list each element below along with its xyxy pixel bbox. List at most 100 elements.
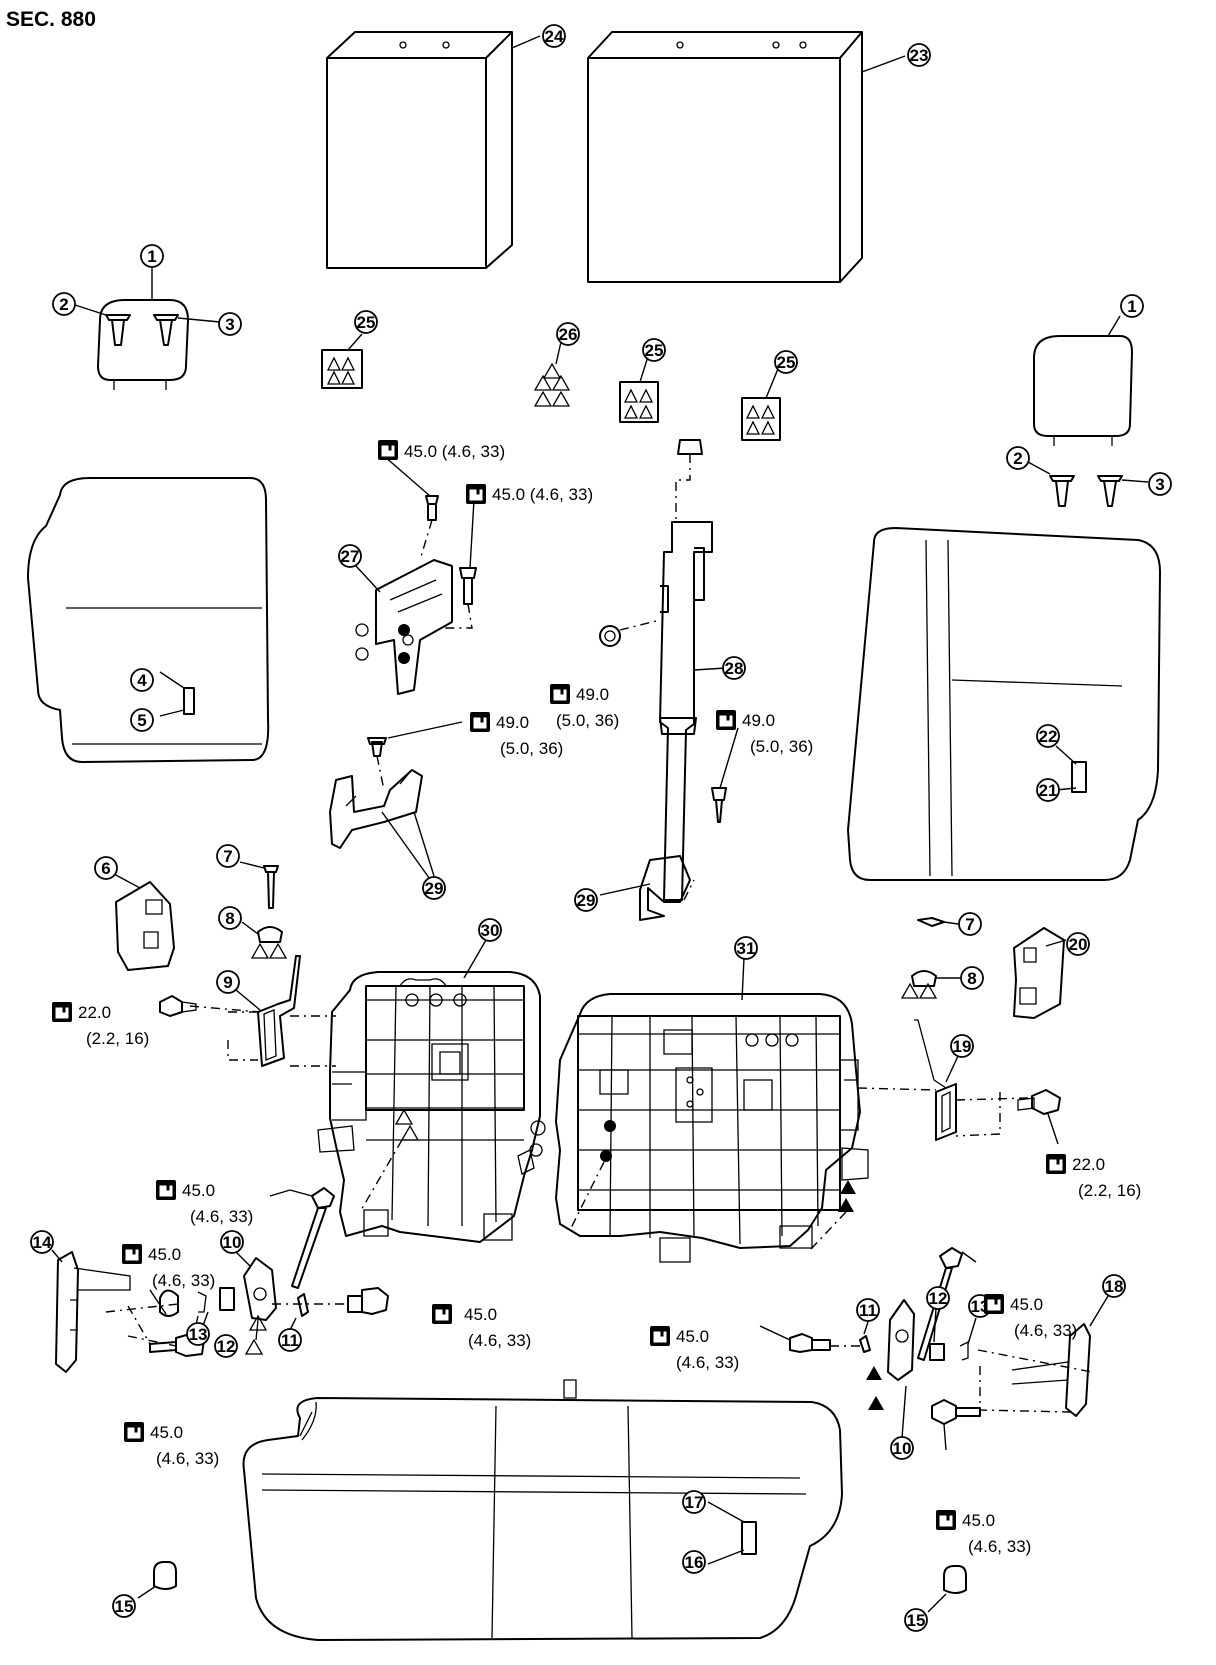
svg-text:22: 22 [1039, 727, 1058, 746]
seatback-left [27, 477, 270, 763]
callout-27: 27 [338, 544, 362, 568]
svg-text:31: 31 [737, 939, 756, 958]
torque-spec-hook-right: 22.0 (2.2, 16) [1046, 1154, 1141, 1200]
svg-text:18: 18 [1105, 1277, 1124, 1296]
svg-text:25: 25 [645, 341, 664, 360]
svg-text:49.0: 49.0 [576, 685, 609, 704]
svg-text:45.0: 45.0 [182, 1181, 215, 1200]
callout-20: 20 [1066, 932, 1090, 956]
torque-spec-belt-center: 49.0 (5.0, 36) [550, 684, 619, 730]
svg-text:3: 3 [225, 315, 234, 334]
svg-text:(4.6, 33): (4.6, 33) [152, 1271, 215, 1290]
callout-11-left: 11 [278, 1328, 302, 1352]
callout-11-right: 11 [856, 1298, 880, 1322]
torque-wrench-icon [470, 712, 490, 732]
callout-4: 4 [130, 668, 154, 692]
callout-15-left: 15 [112, 1594, 136, 1618]
svg-text:22.0: 22.0 [1072, 1155, 1105, 1174]
torque-wrench-icon [936, 1510, 956, 1530]
bracket-9 [257, 955, 301, 1067]
svg-text:10: 10 [893, 1439, 912, 1458]
callout-6: 6 [94, 856, 118, 880]
section-label: SEC. 880 [6, 8, 96, 31]
callout-14: 14 [30, 1230, 54, 1254]
torque-wrench-icon [716, 710, 736, 730]
clip-25-right [741, 397, 781, 441]
callout-7-left: 7 [216, 844, 240, 868]
trim-cover-left [115, 881, 175, 971]
clip-8-right [900, 970, 938, 999]
svg-text:1: 1 [1127, 297, 1136, 316]
clip-25-left [321, 349, 363, 389]
torque-spec-latch-2: 45.0 (4.6, 33) [466, 484, 593, 504]
svg-text:45.0: 45.0 [962, 1511, 995, 1530]
callout-7-right: 7 [958, 912, 982, 936]
svg-text:12: 12 [929, 1289, 948, 1308]
svg-text:13: 13 [189, 1325, 208, 1344]
svg-text:(4.6, 33): (4.6, 33) [156, 1449, 219, 1468]
headrest-right [1033, 335, 1133, 446]
svg-text:11: 11 [281, 1331, 299, 1350]
torque-spec-pivot-bolt-left: 45.0 (4.6, 33) [432, 1304, 531, 1350]
torque-wrench-icon [466, 484, 486, 504]
svg-text:15: 15 [907, 1611, 926, 1630]
svg-text:27: 27 [341, 547, 360, 566]
svg-text:28: 28 [725, 659, 744, 678]
svg-text:(2.2, 16): (2.2, 16) [86, 1029, 149, 1048]
svg-text:26: 26 [559, 325, 578, 344]
seat-frame-right [555, 993, 869, 1263]
svg-text:25: 25 [357, 313, 376, 332]
callout-29-left: 29 [422, 876, 446, 900]
latch-assembly [355, 495, 477, 695]
callout-3-right: 3 [1148, 472, 1172, 496]
callout-10-right: 10 [890, 1436, 914, 1460]
svg-text:7: 7 [965, 915, 974, 934]
callout-19: 19 [950, 1034, 974, 1058]
torque-spec-hook-left: 22.0 (2.2, 16) [52, 1002, 149, 1048]
bracket-19 [914, 1019, 957, 1141]
svg-text:1: 1 [147, 247, 156, 266]
callout-16: 16 [682, 1550, 706, 1574]
callout-8-left: 8 [218, 906, 242, 930]
headrest-guides-left [105, 314, 179, 346]
cap-15-left [153, 1561, 177, 1590]
callout-25-c: 25 [774, 350, 798, 374]
bolt-19 [1017, 1089, 1061, 1115]
svg-text:(2.2, 16): (2.2, 16) [1078, 1181, 1141, 1200]
seatback-right [847, 527, 1161, 881]
svg-text:29: 29 [425, 879, 444, 898]
callout-15-right: 15 [904, 1608, 928, 1632]
belt-anchor-bolt [711, 787, 727, 823]
torque-spec-latch-1: 45.0 (4.6, 33) [378, 440, 505, 461]
svg-text:2: 2 [59, 295, 68, 314]
svg-text:11: 11 [859, 1301, 877, 1320]
callout-9: 9 [216, 970, 240, 994]
seat-frame-left [317, 971, 546, 1243]
callout-29-right: 29 [574, 888, 598, 912]
callout-2-right: 2 [1006, 446, 1030, 470]
svg-text:20: 20 [1069, 935, 1088, 954]
clip-26 [533, 362, 571, 407]
torque-wrench-icon [124, 1422, 144, 1442]
center-belt [599, 439, 713, 921]
svg-text:9: 9 [223, 973, 232, 992]
callout-10-left: 10 [220, 1230, 244, 1254]
svg-text:22.0: 22.0 [78, 1003, 111, 1022]
svg-text:49.0: 49.0 [496, 713, 529, 732]
torque-wrench-icon [550, 684, 570, 704]
callout-8-right: 8 [960, 966, 984, 990]
callout-1-left: 1 [140, 244, 164, 268]
callout-25-a: 25 [354, 310, 378, 334]
svg-text:45.0: 45.0 [148, 1245, 181, 1264]
svg-text:19: 19 [953, 1037, 972, 1056]
torque-wrench-icon [156, 1180, 176, 1200]
svg-text:30: 30 [481, 921, 500, 940]
left-buckle [329, 737, 423, 849]
callout-3-left: 3 [218, 312, 242, 336]
torque-wrench-icon [1046, 1154, 1066, 1174]
seat-cushion [242, 1379, 843, 1641]
callout-12-right: 12 [926, 1286, 950, 1310]
svg-text:15: 15 [115, 1597, 134, 1616]
svg-text:45.0 (4.6, 33): 45.0 (4.6, 33) [404, 442, 505, 461]
